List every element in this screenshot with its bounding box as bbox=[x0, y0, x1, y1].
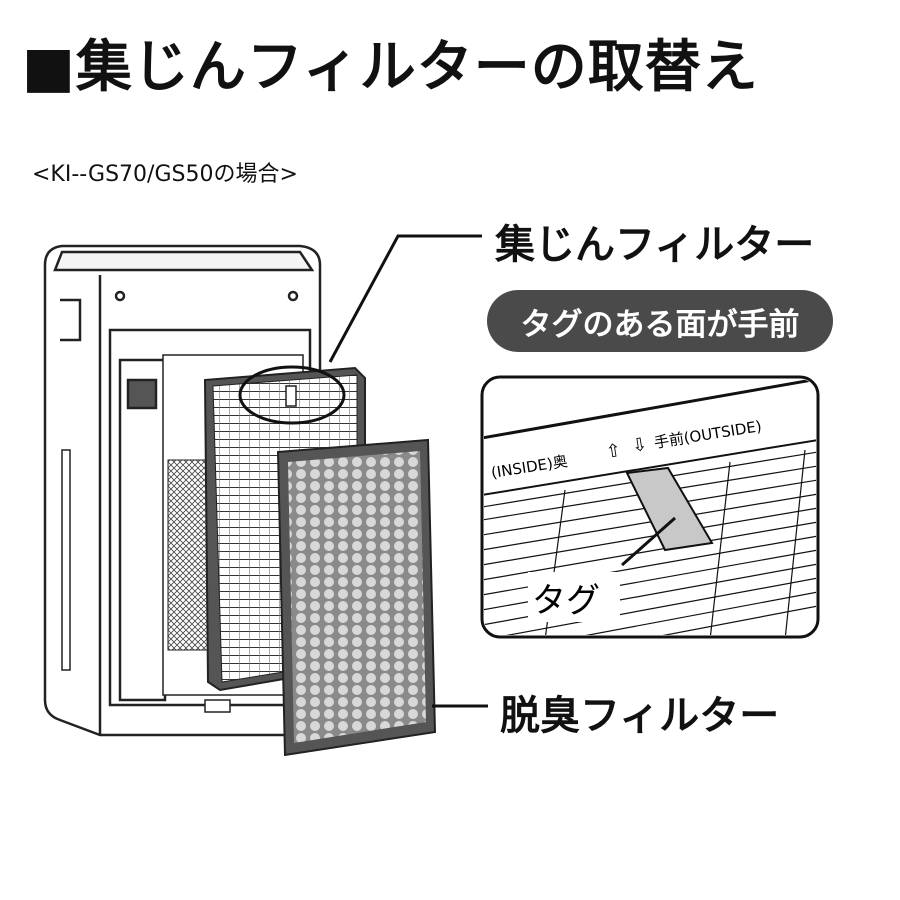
tag-icon bbox=[625, 466, 714, 552]
page-title: ■集じんフィルターの取替え bbox=[22, 35, 759, 100]
model-subtitle: <KI--GS70/GS50の場合> bbox=[32, 162, 298, 187]
dust-filter-leader-line bbox=[328, 234, 482, 363]
tag-highlight-circle bbox=[238, 365, 346, 425]
tag-detail-inset bbox=[480, 375, 820, 639]
up-arrow-icon: ⇧ bbox=[604, 440, 622, 463]
tag-side-note: タグのある面が手前 bbox=[487, 290, 833, 352]
deodorizing-filter bbox=[276, 438, 437, 757]
down-arrow-icon: ⇩ bbox=[630, 434, 648, 457]
dust-filter-label: 集じんフィルター bbox=[495, 222, 815, 268]
tag-marker bbox=[285, 385, 297, 407]
tag-label: タグ bbox=[532, 581, 600, 621]
deodorizing-filter-label: 脱臭フィルター bbox=[500, 693, 780, 739]
